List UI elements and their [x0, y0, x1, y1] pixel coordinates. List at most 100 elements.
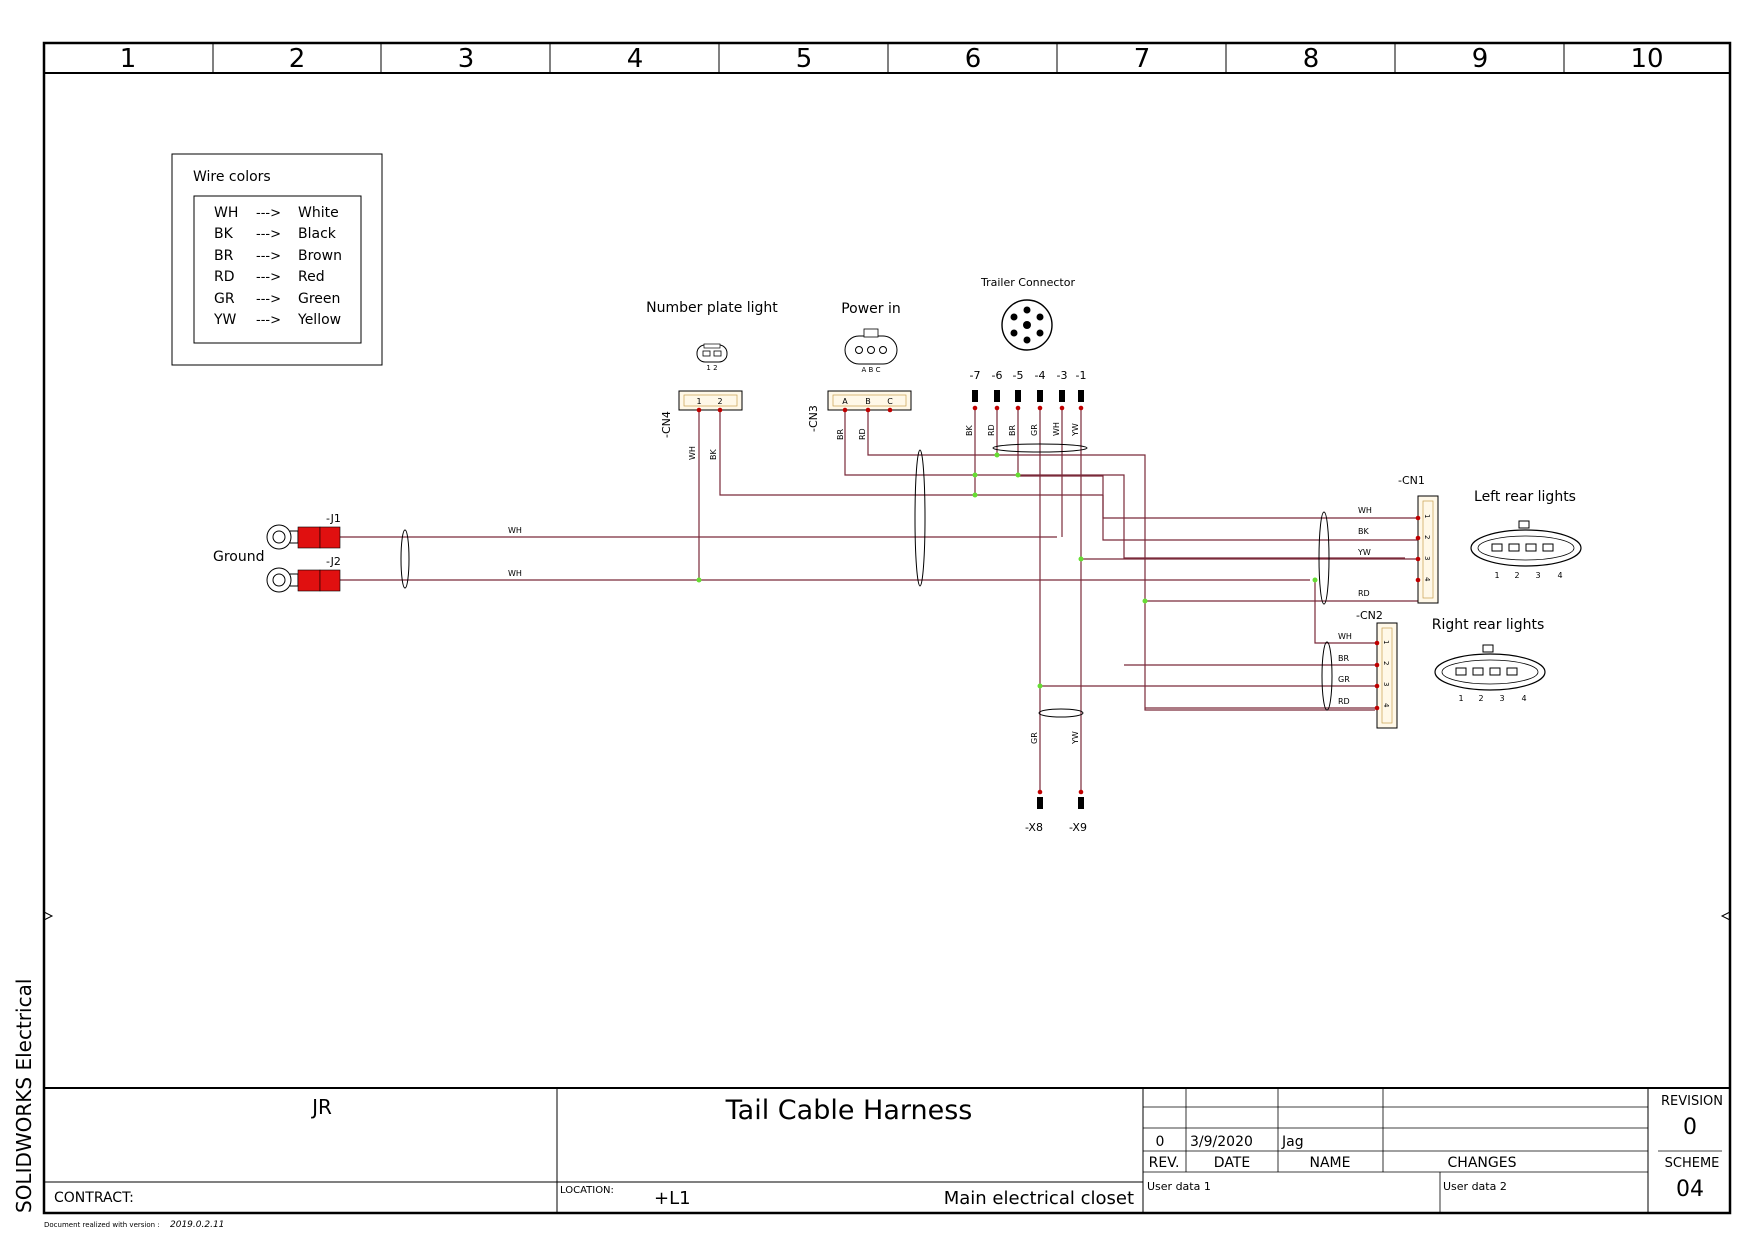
scheme-value: 04	[1676, 1177, 1704, 1202]
svg-text:3: 3	[1423, 556, 1431, 560]
grid-header: 1 2 3 4 5 6 7 8 9 10	[120, 43, 1664, 74]
wire-label-cn3: RD	[858, 428, 867, 440]
cable-bundle-markers	[400, 443, 1333, 718]
legend-row: RD ---> Red	[214, 269, 325, 285]
wire-label-trailer: RD	[987, 424, 996, 436]
drawing-frame	[42, 41, 1732, 1215]
svg-text:BR: BR	[214, 248, 234, 264]
svg-text:2: 2	[717, 397, 722, 406]
wire-label-cn2: WH	[1338, 632, 1352, 641]
x8-tag: -X8	[1025, 821, 1043, 834]
right-center-marker	[1720, 911, 1731, 921]
light-plug-icon: 1 2 3 4	[1434, 644, 1546, 703]
svg-text:4: 4	[1382, 703, 1390, 708]
svg-text:B: B	[865, 397, 871, 406]
grid-col-2: 2	[289, 44, 306, 74]
svg-text:1: 1	[1423, 514, 1431, 518]
location-label: LOCATION:	[560, 1185, 614, 1196]
cn3-tag: -CN3	[807, 405, 820, 432]
cn3-title: Power in	[841, 301, 901, 317]
svg-text:Yellow: Yellow	[297, 312, 341, 328]
round-plug-icon	[1001, 299, 1053, 351]
wire-label-j2: WH	[508, 569, 522, 578]
cn4-title: Number plate light	[646, 300, 778, 316]
svg-text:-6: -6	[992, 369, 1003, 382]
scheme-label: SCHEME	[1665, 1156, 1720, 1171]
svg-text:3: 3	[1499, 694, 1504, 703]
svg-text:Black: Black	[298, 226, 337, 242]
cn4-tag: -CN4	[660, 411, 673, 438]
software-side-label: SOLIDWORKS Electrical	[12, 979, 36, 1213]
svg-text:GR: GR	[214, 291, 235, 307]
svg-text:C: C	[887, 397, 893, 406]
revision-value: 0	[1683, 1115, 1697, 1140]
wire-label-trailer: GR	[1030, 424, 1039, 436]
wires	[340, 410, 1420, 790]
grid-col-9: 9	[1472, 44, 1489, 74]
wire-label-trailer: WH	[1052, 422, 1061, 436]
wire-label-cn3: BR	[836, 429, 845, 440]
svg-text:2: 2	[1514, 571, 1519, 580]
plug-icon: 1 2	[696, 343, 728, 372]
svg-text:White: White	[298, 205, 339, 221]
svg-text:Red: Red	[298, 269, 325, 285]
wire-label-x8: GR	[1030, 732, 1039, 744]
footer-version: 2019.0.2.11	[170, 1220, 224, 1230]
svg-text:YW: YW	[213, 312, 237, 328]
svg-text:--->: --->	[256, 292, 281, 307]
revision-label: REVISION	[1661, 1094, 1723, 1109]
legend-title: Wire colors	[193, 169, 271, 185]
page-title: Tail Cable Harness	[725, 1095, 973, 1126]
wire-label-cn1: WH	[1358, 506, 1372, 515]
author: JR	[310, 1095, 332, 1119]
wire-label-x9: YW	[1071, 731, 1080, 745]
rev-header: REV.	[1149, 1155, 1180, 1171]
title-block: JR Tail Cable Harness CONTRACT: LOCATION…	[44, 1087, 1730, 1213]
light-plug-icon: 1 2 3 4	[1470, 520, 1582, 580]
grid-col-6: 6	[965, 44, 982, 74]
footer-note: Document realized with version :	[44, 1221, 160, 1229]
svg-text:-1: -1	[1076, 369, 1087, 382]
terminal-j1-tag: -J1	[326, 512, 341, 525]
wire-color-legend: Wire colors WH ---> White BK ---> Black …	[171, 153, 383, 366]
cn1-title: Left rear lights	[1474, 489, 1576, 505]
grid-col-10: 10	[1630, 44, 1663, 74]
legend-row: YW ---> Yellow	[213, 312, 341, 328]
svg-text:RD: RD	[214, 269, 235, 285]
svg-text:Green: Green	[298, 291, 340, 307]
plug-icon: A B C	[844, 328, 898, 374]
svg-text:1: 1	[1458, 694, 1463, 703]
svg-text:2: 2	[1423, 535, 1431, 539]
svg-text:-3: -3	[1057, 369, 1068, 382]
trailer-connector-title: Trailer Connector	[980, 276, 1075, 289]
ring-terminal-icon	[266, 524, 341, 550]
ring-terminal-icon	[266, 567, 341, 593]
wire-label-cn2: GR	[1338, 675, 1350, 684]
ground-label: Ground	[213, 549, 265, 565]
svg-text:1: 1	[1382, 640, 1390, 644]
cn2-title: Right rear lights	[1432, 617, 1545, 633]
svg-text:2: 2	[1382, 661, 1390, 665]
x9-tag: -X9	[1069, 821, 1087, 834]
svg-text:3: 3	[1382, 682, 1390, 686]
trailer-connector: Trailer Connector -7 -6 -5 -4 -3 -1	[965, 276, 1086, 437]
left-center-marker	[43, 911, 54, 921]
grid-col-5: 5	[796, 44, 813, 74]
svg-text:-7: -7	[970, 369, 981, 382]
ground-terminals: Ground -J1 -J2 WH WH	[213, 512, 522, 593]
svg-text:1 2: 1 2	[706, 364, 717, 372]
legend-row: BK ---> Black	[214, 226, 337, 242]
svg-text:A B C: A B C	[862, 366, 881, 374]
grid-col-1: 1	[120, 44, 137, 74]
x8-x9-terminals: GR YW -X8 -X9	[1025, 731, 1087, 834]
contract-label: CONTRACT:	[54, 1190, 134, 1206]
wire-label-cn1: BK	[1358, 527, 1369, 536]
svg-text:--->: --->	[256, 313, 281, 328]
svg-text:2: 2	[1478, 694, 1483, 703]
svg-text:--->: --->	[256, 270, 281, 285]
wire-label-j1: WH	[508, 526, 522, 535]
wire-label-trailer: BK	[965, 425, 974, 436]
wire-label-cn2: BR	[1338, 654, 1349, 663]
svg-text:--->: --->	[256, 249, 281, 264]
